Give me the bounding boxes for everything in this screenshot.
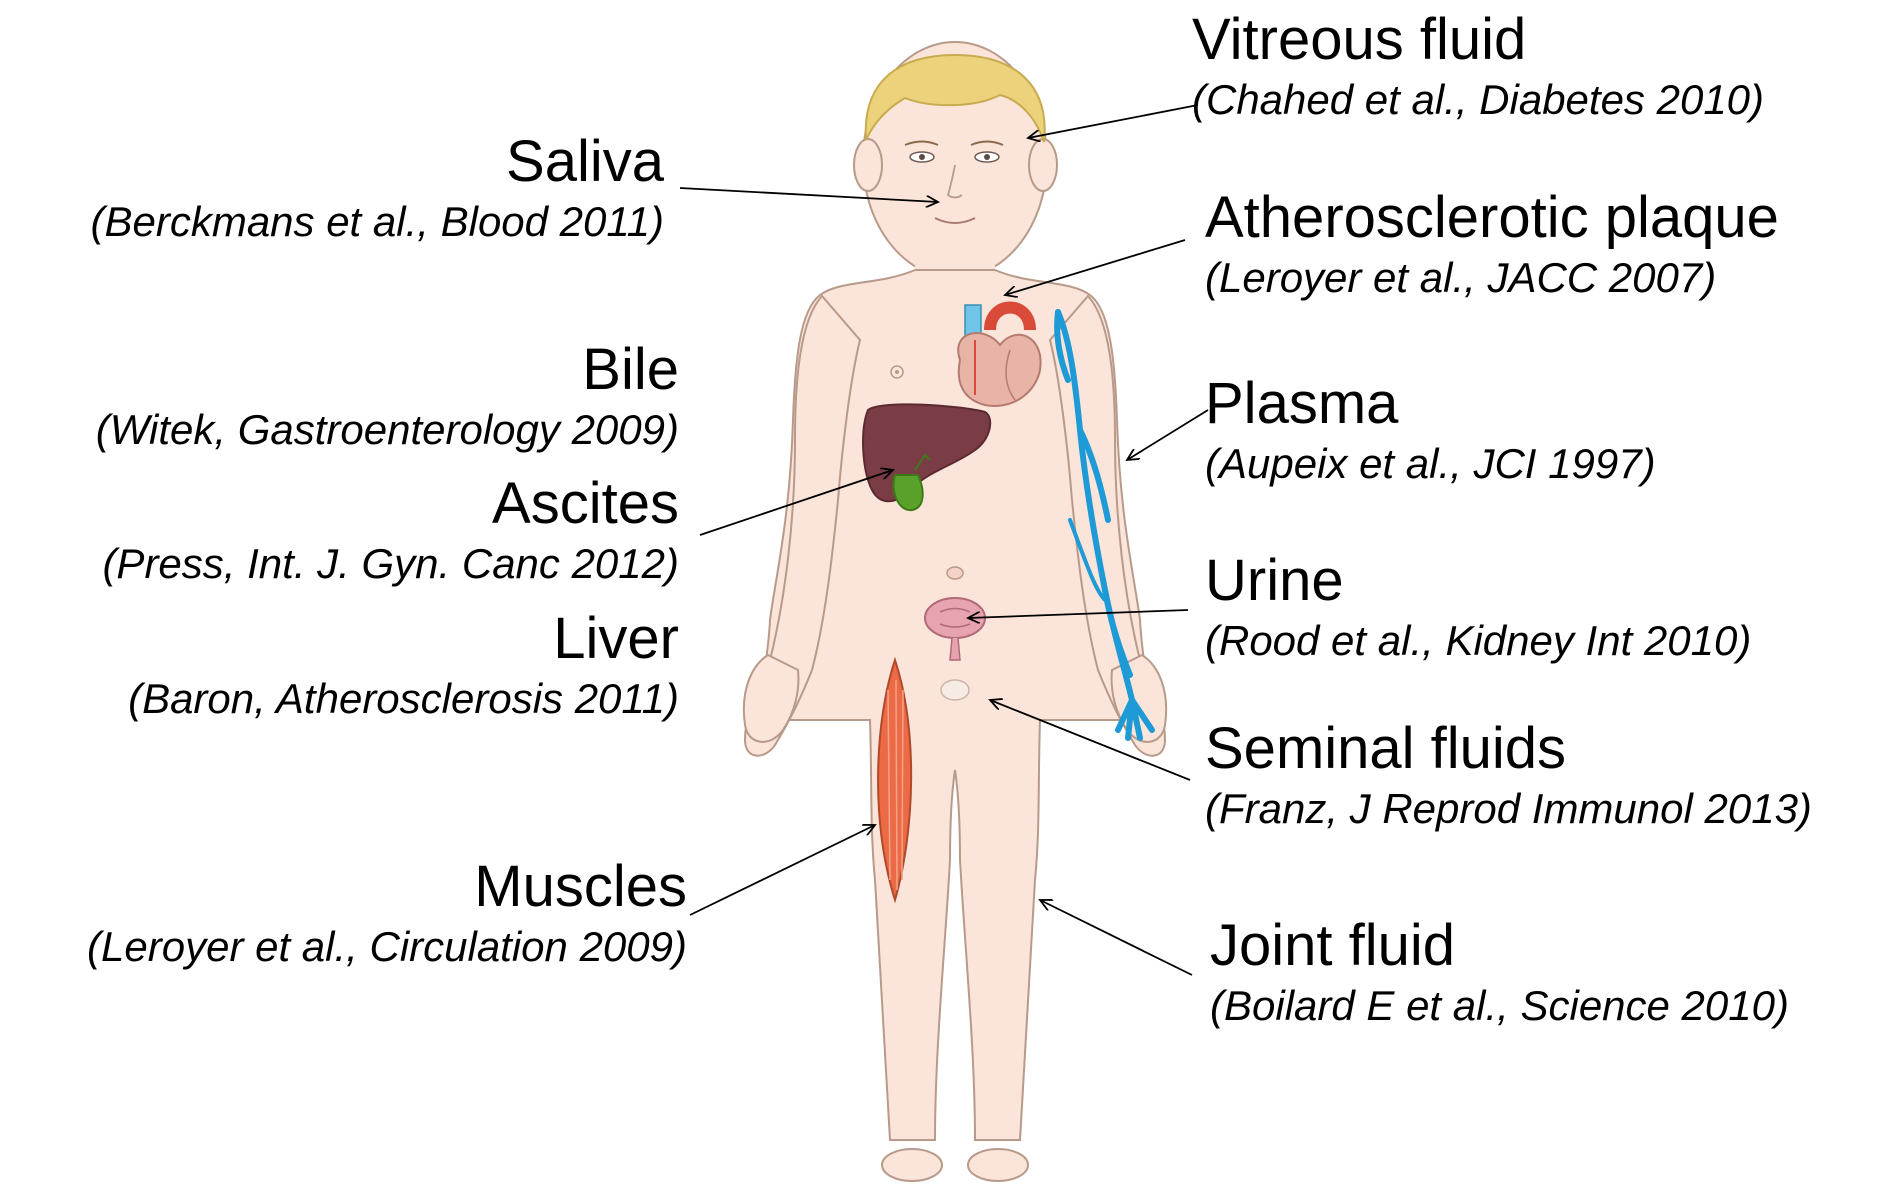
label-citation: (Franz, J Reprod Immunol 2013) <box>1205 783 1812 835</box>
left-foot <box>882 1149 942 1181</box>
right-foot <box>968 1149 1028 1181</box>
label-name: Ascites <box>102 470 679 538</box>
label-name: Plasma <box>1205 370 1656 438</box>
label-citation: (Baron, Atherosclerosis 2011) <box>128 673 679 725</box>
label-ascites: Ascites (Press, Int. J. Gyn. Canc 2012) <box>102 470 679 590</box>
label-citation: (Boilard E et al., Science 2010) <box>1210 980 1789 1032</box>
label-citation: (Aupeix et al., JCI 1997) <box>1205 438 1656 490</box>
label-citation: (Witek, Gastroenterology 2009) <box>96 404 679 456</box>
label-vitreous-fluid: Vitreous fluid (Chahed et al., Diabetes … <box>1192 6 1764 126</box>
left-hand <box>744 655 799 742</box>
label-muscles: Muscles (Leroyer et al., Circulation 200… <box>87 853 687 973</box>
label-name: Seminal fluids <box>1205 715 1812 783</box>
label-plasma: Plasma (Aupeix et al., JCI 1997) <box>1205 370 1656 490</box>
left-ear <box>854 139 882 191</box>
label-name: Saliva <box>90 128 664 196</box>
label-liver: Liver (Baron, Atherosclerosis 2011) <box>128 605 679 725</box>
arrow-vitreous <box>1028 105 1198 138</box>
label-urine: Urine (Rood et al., Kidney Int 2010) <box>1205 547 1751 667</box>
label-citation: (Press, Int. J. Gyn. Canc 2012) <box>102 538 679 590</box>
label-citation: (Berckmans et al., Blood 2011) <box>90 196 664 248</box>
label-citation: (Chahed et al., Diabetes 2010) <box>1192 74 1764 126</box>
label-name: Bile <box>96 336 679 404</box>
arrow-muscles <box>690 825 875 915</box>
label-name: Liver <box>128 605 679 673</box>
arrow-joint <box>1040 900 1192 975</box>
label-bile: Bile (Witek, Gastroenterology 2009) <box>96 336 679 456</box>
label-name: Vitreous fluid <box>1192 6 1764 74</box>
label-citation: (Rood et al., Kidney Int 2010) <box>1205 615 1751 667</box>
arrow-atherosclerotic <box>1005 240 1185 295</box>
label-name: Urine <box>1205 547 1751 615</box>
label-name: Atherosclerotic plaque <box>1205 184 1779 252</box>
label-atherosclerotic-plaque: Atherosclerotic plaque (Leroyer et al., … <box>1205 184 1779 304</box>
label-joint-fluid: Joint fluid (Boilard E et al., Science 2… <box>1210 912 1789 1032</box>
label-citation: (Leroyer et al., JACC 2007) <box>1205 252 1779 304</box>
navel <box>947 567 963 579</box>
arrow-plasma <box>1127 410 1208 460</box>
label-seminal-fluids: Seminal fluids (Franz, J Reprod Immunol … <box>1205 715 1812 835</box>
label-name: Muscles <box>87 853 687 921</box>
right-ear <box>1029 139 1057 191</box>
label-name: Joint fluid <box>1210 912 1789 980</box>
label-saliva: Saliva (Berckmans et al., Blood 2011) <box>90 128 664 248</box>
label-citation: (Leroyer et al., Circulation 2009) <box>87 921 687 973</box>
